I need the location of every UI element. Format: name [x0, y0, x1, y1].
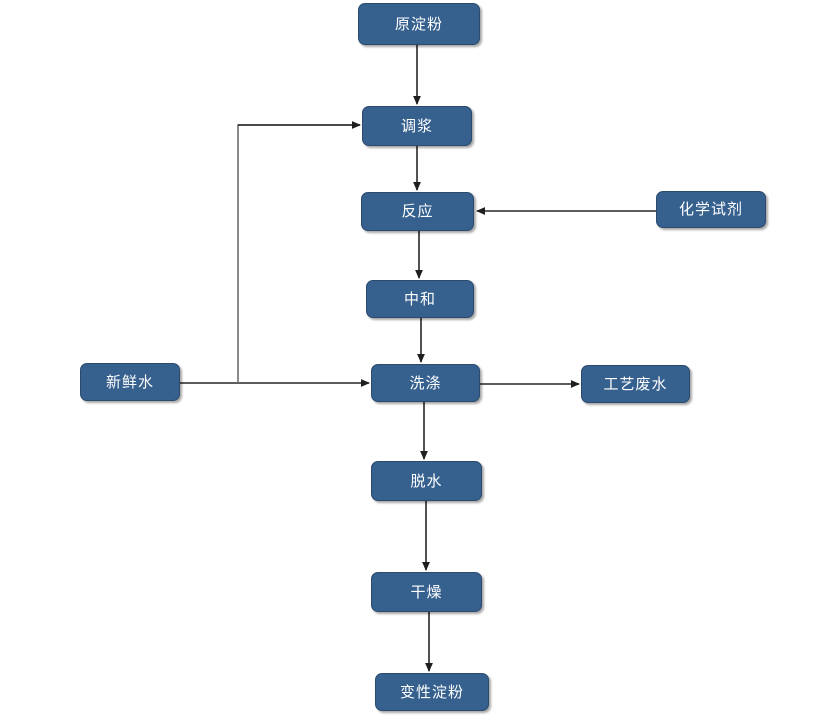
node-slurry-mixing[interactable]: 调浆: [362, 106, 472, 146]
node-label-reaction: 反应: [401, 202, 434, 220]
node-dewatering[interactable]: 脱水: [371, 461, 482, 501]
node-label-chemical-agent: 化学试剂: [678, 200, 743, 218]
node-label-dewatering: 脱水: [410, 471, 443, 490]
node-reaction[interactable]: 反应: [361, 192, 474, 231]
edge-recycle-to-slurry: [237, 124, 360, 383]
node-raw-starch[interactable]: 原淀粉: [358, 3, 480, 45]
node-label-slurry-mixing: 调浆: [400, 116, 433, 135]
node-washing[interactable]: 洗涤: [371, 364, 480, 402]
node-modified-starch[interactable]: 变性淀粉: [375, 673, 489, 711]
node-label-washing: 洗涤: [409, 373, 442, 392]
node-label-drying: 干燥: [410, 582, 443, 601]
node-chemical-agent[interactable]: 化学试剂: [656, 191, 766, 228]
node-label-modified-starch: 变性淀粉: [399, 682, 464, 701]
node-drying[interactable]: 干燥: [371, 572, 482, 612]
node-label-raw-starch: 原淀粉: [394, 14, 443, 33]
node-neutralization[interactable]: 中和: [366, 280, 474, 318]
node-process-wastewater[interactable]: 工艺废水: [581, 365, 690, 403]
node-fresh-water[interactable]: 新鲜水: [80, 363, 180, 401]
node-label-process-wastewater: 工艺废水: [603, 374, 668, 393]
node-label-fresh-water: 新鲜水: [105, 372, 154, 391]
node-label-neutralization: 中和: [403, 289, 436, 308]
